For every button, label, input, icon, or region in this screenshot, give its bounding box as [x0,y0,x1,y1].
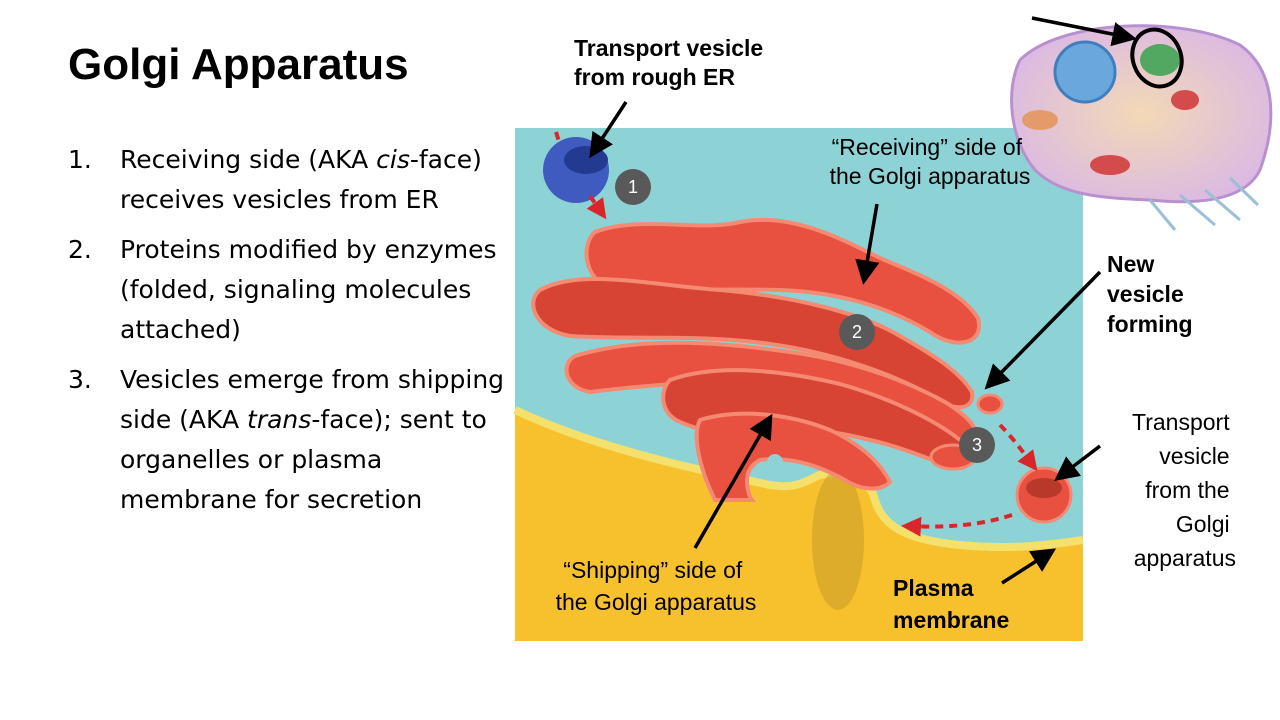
golgi-highlight-arrow [1031,16,1137,47]
pointer-golgi-vesicle [1054,444,1102,481]
label-new-vesicle: New vesicle forming [1107,251,1193,337]
item-emphasis: cis [376,145,410,174]
item-text: Proteins modified by enzymes (folded, si… [120,235,497,344]
list-item: 1. Receiving side (AKA cis-face) receive… [68,140,508,220]
item-emphasis: trans [247,405,312,434]
label-transport-vesicle-golgi: Transport vesicle from the Golgi apparat… [1132,409,1236,571]
golgi-highlight-circle [1130,27,1184,89]
label-plasma-membrane: Plasma membrane [893,575,1009,633]
pathway-arrow-out [998,423,1038,472]
pathway-arrow-in [586,194,607,220]
golgi-stack [531,217,1004,502]
pointer-receiving-side [855,203,880,285]
step-badge-2: 2 [839,314,875,350]
er-transport-vesicle [543,137,609,203]
item-number: 2. [68,235,92,264]
item-number: 3. [68,365,92,394]
pointer-er-vesicle [589,101,628,159]
golgi-transport-vesicle [1015,466,1073,524]
svg-text:2: 2 [852,322,862,342]
list-item: 3. Vesicles emerge from shipping side (A… [68,360,508,520]
label-transport-vesicle-er: Transport vesicle from rough ER [574,35,770,90]
item-text-cont: -face); sent to organelles or plasma mem… [120,405,487,514]
item-text: Receiving side (AKA [120,145,377,174]
svg-text:1: 1 [628,177,638,197]
bullet-list: 1. Receiving side (AKA cis-face) receive… [68,140,508,530]
secretion-shadow [812,470,864,610]
item-text-cont: -face) receives vesicles from ER [120,145,482,214]
pathway-arrow-in-top [554,131,562,146]
slide-title: Golgi Apparatus [68,40,409,89]
label-receiving-side: “Receiving” side of the Golgi apparatus [830,134,1031,189]
item-text: Vesicles emerge from shipping side (AKA [120,365,505,434]
step-badge-3: 3 [959,427,995,463]
pointer-shipping-side [693,413,773,549]
item-number: 1. [68,145,92,174]
step-badge-1: 1 [615,169,651,205]
pointer-new-vesicle [984,270,1102,390]
pathway-arrow-secrete [901,513,1013,537]
extracellular-area [515,410,1083,641]
label-shipping-side: “Shipping” side of the Golgi apparatus [556,557,757,615]
svg-text:3: 3 [972,435,982,455]
pointer-plasma-membrane [1001,548,1057,585]
cell-thumbnail [1010,24,1273,231]
list-item: 2. Proteins modified by enzymes (folded,… [68,230,508,350]
